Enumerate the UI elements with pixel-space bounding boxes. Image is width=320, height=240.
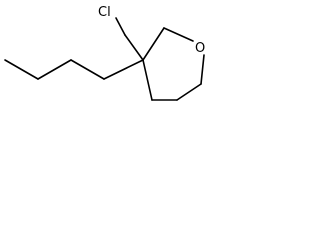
chemical-structure-diagram: Cl O: [4, 5, 205, 101]
bond-ch2-chlorine: [115, 17, 126, 36]
bond-ring-c2-oxygen: [163, 27, 194, 42]
chlorine-atom-label: Cl: [98, 5, 111, 20]
bond-butyl-c4-c3: [4, 59, 39, 80]
bond-ring-c3-c2: [142, 27, 165, 61]
bond-ring-c4-c3: [142, 59, 153, 101]
bond-ring-c6-c5: [176, 83, 202, 101]
bond-ring-oxygen-c6: [200, 54, 205, 85]
bond-butyl-c3-c2: [37, 59, 72, 80]
bond-quaternary-ch2: [124, 34, 144, 61]
bond-butyl-c1-quaternary: [103, 59, 144, 80]
oxygen-atom-label: O: [195, 41, 205, 56]
bond-butyl-c2-c1: [70, 59, 105, 80]
